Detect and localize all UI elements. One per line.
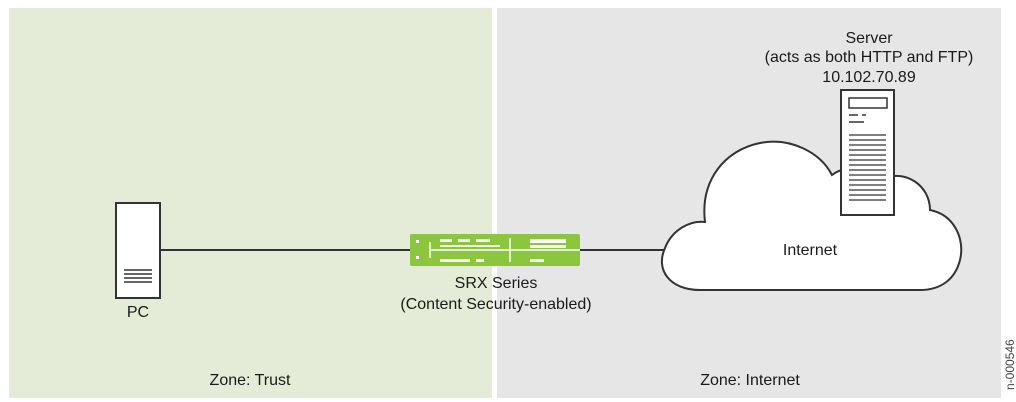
zone-internet-label: Zone: Internet [700,372,800,389]
srx-sublabel: (Content Security-enabled) [400,296,592,313]
server-ip-label: 10.102.70.89 [822,69,916,86]
cloud-icon [660,140,963,291]
zone-trust-label: Zone: Trust [209,372,291,389]
server-role-label: (acts as both HTTP and FTP) [764,49,974,66]
pc-label: PC [126,304,150,321]
zone-trust [9,8,492,398]
server-label: Server [845,30,893,47]
figure-id-watermark: n-000546 [1003,339,1016,390]
cloud-label: Internet [782,242,838,259]
srx-label: SRX Series [454,275,538,292]
server-tower-icon [840,89,895,216]
pc-tower-icon [115,202,161,299]
firewall-device-icon [410,234,580,266]
